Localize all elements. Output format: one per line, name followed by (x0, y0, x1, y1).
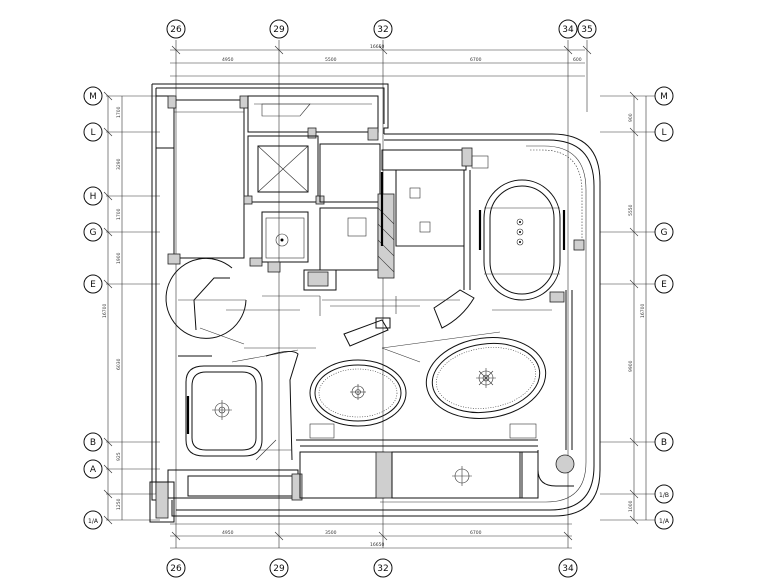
col-bubble-32-bottom: 32 (377, 564, 388, 574)
col-bubble-35-top: 35 (581, 25, 592, 35)
dim-right-2: 5550 (628, 204, 634, 216)
dim-left-3: 1700 (116, 208, 122, 220)
row-bubble-G-right: G (661, 228, 668, 238)
bottom-rooms (149, 423, 575, 523)
row-bubble-1B-right: 1/B (659, 492, 669, 499)
dim-bottom-2: 3500 (325, 530, 337, 536)
dim-left-total: 16700 (102, 304, 108, 318)
central-room (380, 147, 489, 247)
col-bubble-29-top: 29 (273, 25, 285, 35)
row-bubble-H-left: H (90, 192, 97, 202)
row-bubble-B-left: B (90, 438, 96, 448)
large-ellipse (425, 337, 547, 419)
col-bubble-32-top: 32 (377, 25, 388, 35)
dim-top-3: 6700 (470, 57, 482, 63)
left-corridor (155, 95, 249, 265)
outer-walls (151, 83, 601, 517)
dim-left-1: 1700 (116, 106, 122, 118)
oval-capsule (478, 179, 585, 301)
medium-ellipse (309, 359, 407, 427)
row-bubble-L-right: L (661, 128, 666, 138)
column-bubbles-top: 26 29 32 34 35 (166, 19, 597, 39)
row-bubble-B-right: B (661, 438, 667, 448)
dim-left-4: 1900 (116, 252, 122, 264)
dim-right-4: 1000 (628, 500, 634, 512)
ceiling-lines (199, 295, 552, 363)
corridor-openings (433, 170, 475, 329)
dim-top-4: 600 (573, 57, 582, 63)
dim-top-total: 16650 (370, 44, 384, 50)
dim-right-total: 16700 (640, 304, 646, 318)
dim-left-5: 6030 (116, 358, 122, 370)
column-bubbles-bottom: 26 29 32 34 (166, 558, 578, 578)
row-bubble-E-right: E (661, 280, 667, 290)
dim-right-1: 900 (628, 113, 634, 122)
dim-left-6: 925 (116, 452, 122, 461)
dim-bottom-total: 16650 (370, 542, 384, 548)
dim-bottom-3: 6700 (470, 530, 482, 536)
row-bubble-1A-right: 1/A (659, 518, 670, 525)
elevator (243, 135, 325, 205)
row-bubbles-left: M L H G E B A 1/A (83, 86, 103, 530)
dim-top-1: 4950 (222, 57, 234, 63)
row-bubble-M-right: M (660, 92, 668, 102)
dim-top-2: 5500 (325, 57, 337, 63)
col-bubble-29-bottom: 29 (273, 564, 285, 574)
small-furniture (343, 317, 391, 347)
row-bubbles-right: M L G E B 1/B 1/A (654, 86, 674, 530)
dim-left-7: 1250 (116, 498, 122, 510)
dim-right-3: 9900 (628, 360, 634, 372)
row-bubble-L-left: L (90, 128, 95, 138)
dimension-labels: 4950 5500 6700 600 16650 4950 3500 6700 … (102, 44, 646, 548)
col-bubble-26-bottom: 26 (170, 564, 182, 574)
row-bubble-A-left: A (90, 465, 97, 475)
dim-left-2: 3290 (116, 158, 122, 170)
dim-bottom-1: 4950 (222, 530, 234, 536)
grid-lines (106, 40, 655, 548)
small-room (261, 211, 309, 273)
col-bubble-26-top: 26 (170, 25, 182, 35)
col-bubble-34-top: 34 (562, 25, 574, 35)
row-bubble-1A-left: 1/A (88, 518, 99, 525)
squircle-room (178, 350, 299, 461)
col-bubble-34-bottom: 34 (562, 564, 574, 574)
curved-feature (165, 257, 247, 339)
dimension-lines (103, 45, 647, 549)
row-bubble-E-left: E (90, 280, 96, 290)
row-bubble-G-left: G (90, 228, 97, 238)
row-bubble-M-left: M (89, 92, 97, 102)
top-room (247, 95, 379, 141)
